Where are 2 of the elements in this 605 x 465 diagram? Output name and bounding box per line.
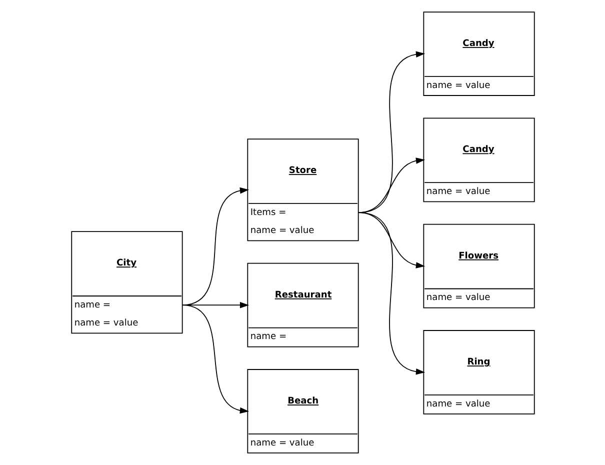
arrow	[181, 304, 249, 414]
arrow	[357, 212, 425, 375]
